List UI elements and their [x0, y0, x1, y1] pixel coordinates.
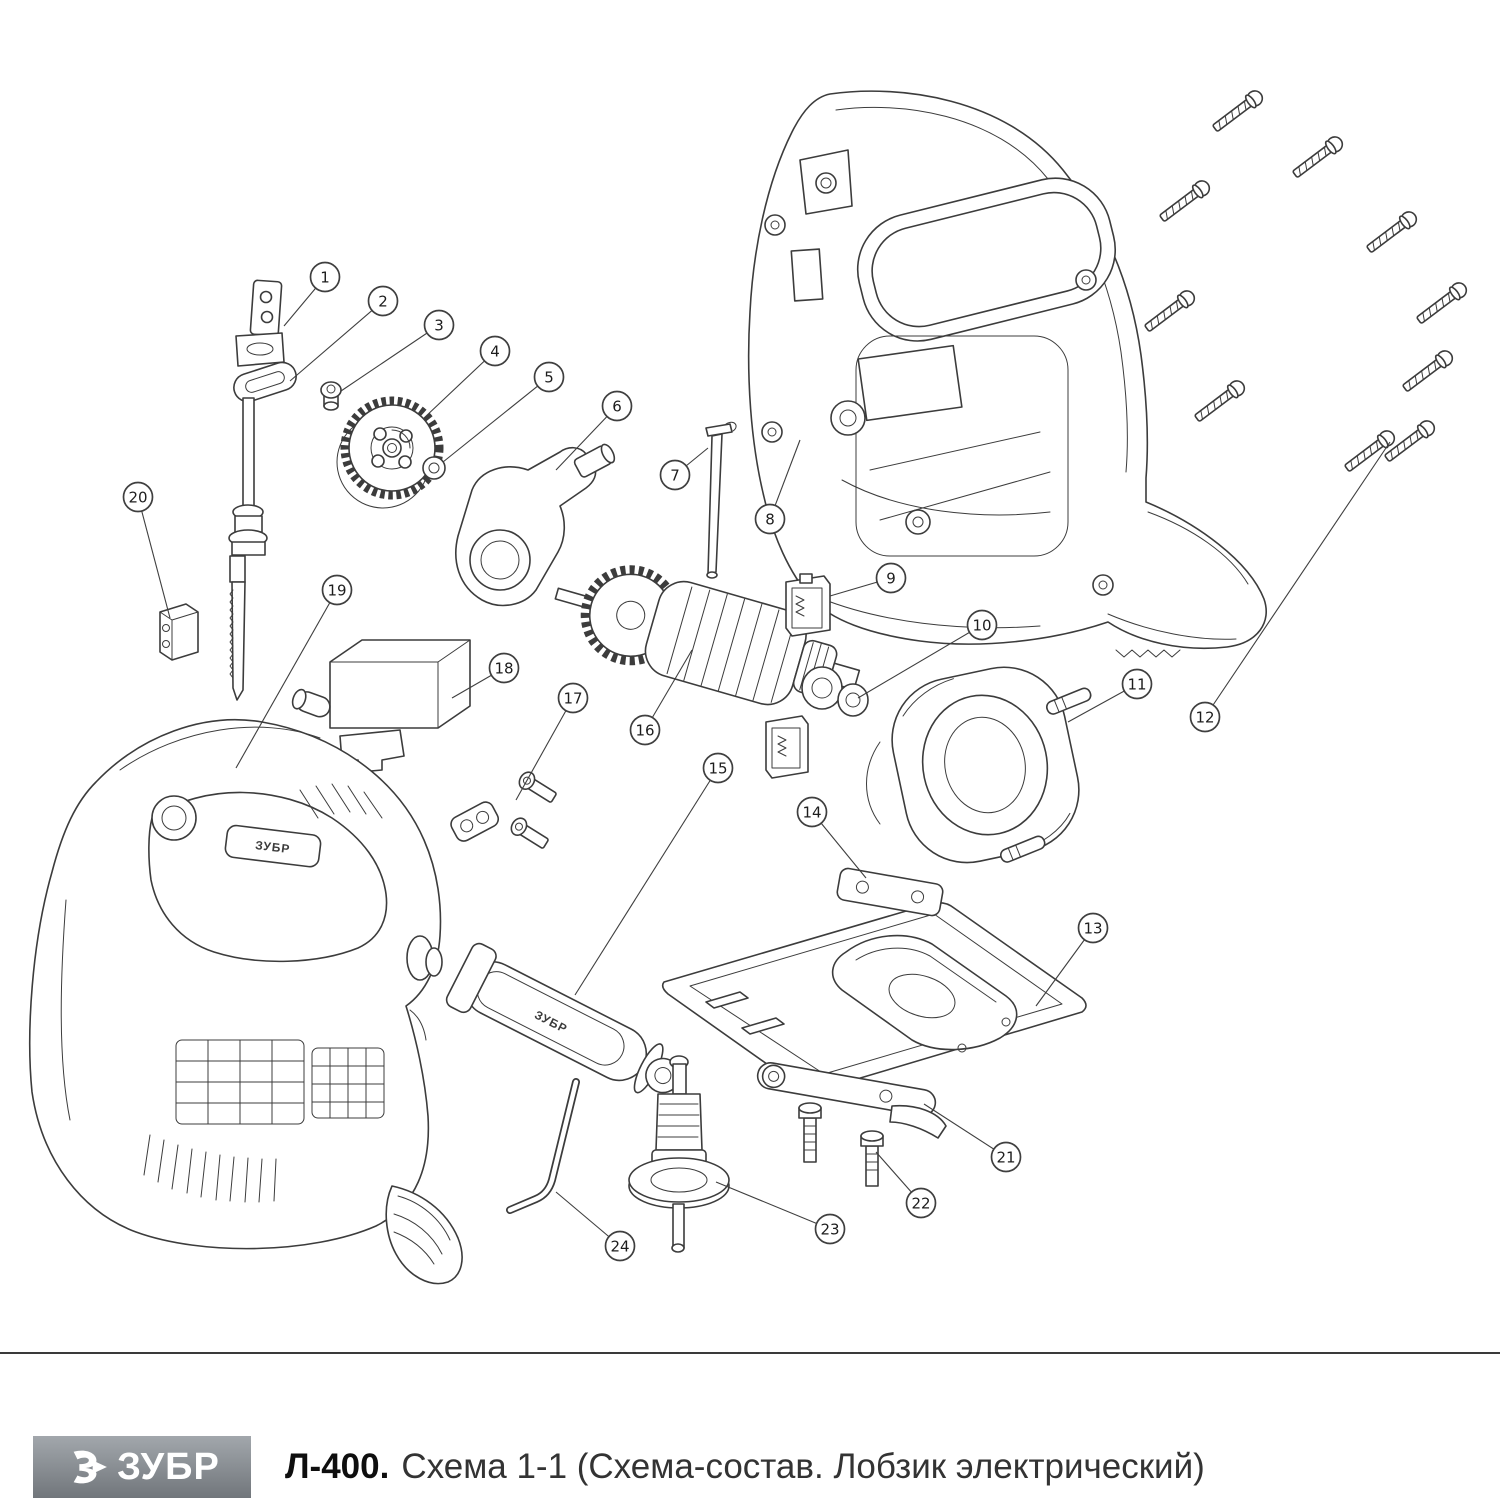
- callout-leader-20: [137, 496, 171, 619]
- footer: ЗУБР Л-400. Схема 1-1 (Схема-состав. Лобз…: [0, 1352, 1500, 1500]
- part-screws-set: [1141, 87, 1471, 476]
- part-handle-grip: ЗУБР: [445, 942, 681, 1094]
- svg-text:12: 12: [1195, 709, 1214, 727]
- schema-caption: Схема 1-1 (Схема-состав. Лобзик электрич…: [401, 1447, 1205, 1486]
- callout-14: 14: [796, 796, 828, 828]
- svg-text:17: 17: [563, 690, 582, 708]
- svg-text:8: 8: [765, 511, 775, 529]
- diagram-title: Л-400. Схема 1-1 (Схема-состав. Лобзик эл…: [285, 1447, 1205, 1487]
- part-anti-splinter-guide: [628, 1055, 730, 1253]
- part-housing-shell: [747, 90, 1267, 658]
- callout-leader-17: [515, 697, 574, 801]
- svg-text:7: 7: [670, 467, 680, 485]
- callout-9: 9: [875, 562, 907, 594]
- svg-text:22: 22: [911, 1195, 930, 1213]
- part-screws-pair: [798, 1102, 884, 1187]
- svg-text:3: 3: [434, 317, 444, 335]
- svg-text:2: 2: [378, 293, 388, 311]
- callout-leader-15: [574, 767, 719, 996]
- callout-10: 10: [966, 609, 998, 641]
- callout-leader-16: [644, 649, 693, 731]
- callout-leader-13: [1035, 927, 1094, 1007]
- part-capacitor: [291, 639, 471, 773]
- callout-3: 3: [423, 309, 455, 341]
- zubr-logo-text: ЗУБР: [117, 1445, 220, 1488]
- part-plunger-rod: [228, 361, 297, 556]
- footer-content: ЗУБР Л-400. Схема 1-1 (Схема-состав. Лобз…: [33, 1436, 1205, 1498]
- part-screw-small: [320, 381, 342, 411]
- svg-text:23: 23: [820, 1221, 839, 1239]
- callout-leader-23: [715, 1181, 831, 1230]
- callout-6: 6: [601, 390, 633, 422]
- part-clamp-plate: [836, 867, 944, 917]
- svg-text:4: 4: [490, 343, 500, 361]
- callout-leader-19: [235, 589, 338, 769]
- svg-text:1: 1: [320, 269, 330, 287]
- callout-19: 19: [321, 574, 353, 606]
- svg-text:13: 13: [1083, 920, 1102, 938]
- svg-text:14: 14: [802, 804, 821, 822]
- part-counterweight: [455, 443, 616, 607]
- svg-text:11: 11: [1127, 676, 1146, 694]
- callout-4: 4: [479, 335, 511, 367]
- zubr-logo: ЗУБР: [33, 1436, 251, 1498]
- svg-text:10: 10: [972, 617, 991, 635]
- svg-text:18: 18: [494, 660, 513, 678]
- callout-23: 23: [814, 1213, 846, 1245]
- callout-15: 15: [702, 752, 734, 784]
- callout-21: 21: [990, 1141, 1022, 1173]
- body-brand-label: ЗУБР: [255, 838, 292, 856]
- part-bearing: [801, 666, 869, 717]
- callout-leader-3: [340, 324, 440, 392]
- callout-1: 1: [309, 261, 341, 293]
- part-terminals: [450, 771, 557, 849]
- callout-2: 2: [367, 285, 399, 317]
- callout-17: 17: [557, 682, 589, 714]
- part-brush-upper: [785, 573, 831, 637]
- callout-leader-5: [442, 376, 550, 463]
- part-stator: [866, 666, 1092, 864]
- svg-text:9: 9: [886, 570, 896, 588]
- callout-11: 11: [1121, 668, 1153, 700]
- svg-text:6: 6: [612, 398, 622, 416]
- svg-text:19: 19: [327, 582, 346, 600]
- callout-8: 8: [754, 503, 786, 535]
- callout-leader-2: [289, 300, 384, 382]
- svg-text:20: 20: [128, 489, 147, 507]
- callout-22: 22: [905, 1187, 937, 1219]
- svg-text:5: 5: [544, 369, 554, 387]
- callout-16: 16: [629, 714, 661, 746]
- model-number: Л-400.: [285, 1447, 390, 1486]
- callout-leader-10: [857, 624, 983, 699]
- part-rod: [705, 421, 737, 579]
- part-gear-wheel: [336, 396, 444, 509]
- svg-text:16: 16: [635, 722, 654, 740]
- callout-13: 13: [1077, 912, 1109, 944]
- svg-text:24: 24: [610, 1238, 629, 1256]
- callout-leader-12: [1204, 441, 1391, 718]
- part-washer: [422, 456, 446, 480]
- callout-18: 18: [488, 652, 520, 684]
- part-brush-lower: [765, 715, 809, 779]
- svg-text:21: 21: [996, 1149, 1015, 1167]
- callout-20: 20: [122, 481, 154, 513]
- callout-24: 24: [604, 1230, 636, 1262]
- part-blade-clamp: [235, 279, 285, 367]
- callout-5: 5: [533, 361, 565, 393]
- part-motor-body: ЗУБР: [28, 718, 463, 1285]
- part-guide-block: [159, 603, 199, 661]
- part-hex-key: [506, 1078, 580, 1214]
- saw-blade: [229, 555, 246, 701]
- zubr-logo-icon: [73, 1450, 108, 1484]
- callout-leader-4: [423, 350, 496, 419]
- callout-7: 7: [659, 459, 691, 491]
- part-rocker-arm: [756, 1062, 947, 1139]
- exploded-diagram: ЗУБР ЗУБР: [28, 87, 1471, 1285]
- svg-text:15: 15: [708, 760, 727, 778]
- callout-12: 12: [1189, 701, 1221, 733]
- callout-leader-21: [923, 1103, 1007, 1158]
- part-base-plate: [661, 901, 1087, 1093]
